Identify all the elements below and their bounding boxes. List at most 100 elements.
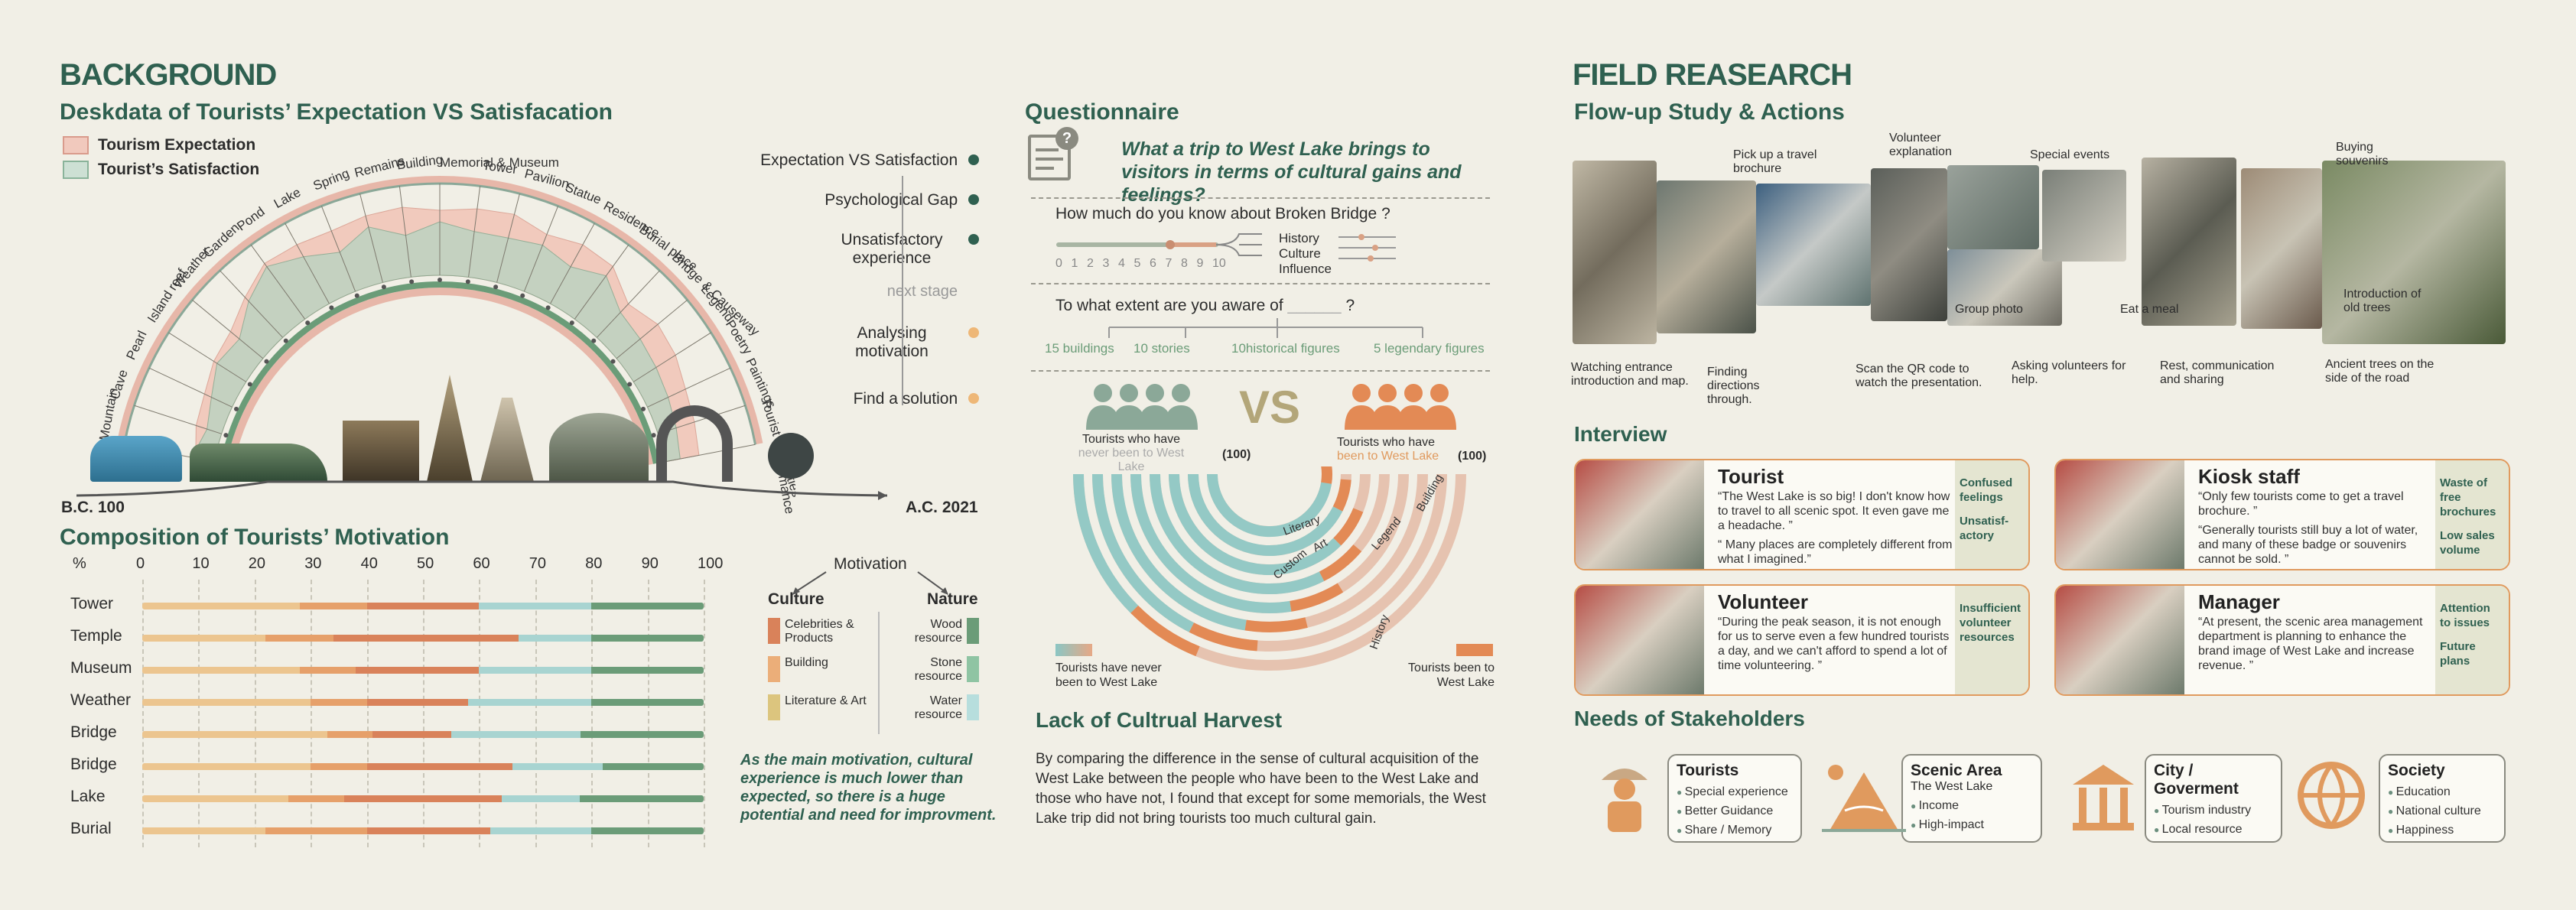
scale-tick: 2	[1087, 257, 1094, 270]
flow-dot	[968, 393, 979, 404]
timeline-start: B.C. 100	[61, 499, 125, 516]
gridline	[704, 580, 705, 847]
stakeholder-card: TouristsSpecial experienceBetter Guidanc…	[1667, 754, 1802, 843]
bar-segment	[591, 667, 704, 674]
stakeholder-item: Better Guidance	[1677, 804, 1793, 818]
legend-label: Water resource	[914, 694, 962, 721]
q1-branches: History Culture Influence	[1279, 231, 1332, 277]
axis-tick: 100	[698, 555, 724, 572]
flow-step-3: Unsatisfactory experience	[826, 231, 979, 268]
bar-segment	[591, 635, 704, 642]
stadium-illustration	[656, 405, 733, 482]
legend-right-swatch	[1456, 644, 1493, 656]
group-a-line1: Tourists who have	[1081, 433, 1181, 446]
motivation-tree-lines	[792, 571, 948, 595]
interview-name: Tourist	[1718, 465, 1784, 488]
q2-blank: ______	[1287, 297, 1342, 314]
axis-tick: 50	[417, 555, 434, 572]
quote-2: “ Many places are completely different f…	[1718, 538, 1953, 566]
background-title: BACKGROUND	[60, 58, 277, 92]
flow-connector	[902, 176, 903, 405]
interview-card: Manager “At present, the scenic area man…	[2054, 584, 2510, 696]
axis-tick: 70	[529, 555, 547, 572]
bar-segment	[299, 603, 367, 609]
bar-segment	[591, 699, 704, 706]
quote-2: “Generally tourists still buy a lot of w…	[2198, 524, 2418, 566]
axis-tick: 0	[136, 555, 145, 572]
flow-dot	[968, 194, 979, 205]
gridline	[535, 580, 537, 847]
interview-tag: Future plans	[2440, 640, 2476, 668]
photo-rest	[2142, 158, 2236, 326]
vs-label: VS	[1239, 382, 1301, 433]
legend-swatch	[768, 656, 780, 682]
interview-tag: Waste of free brochures	[2440, 476, 2496, 518]
photo-entrance	[1573, 161, 1657, 344]
gridline	[423, 580, 424, 847]
legend-swatch	[967, 656, 979, 682]
flow-step-label: Find a solution	[853, 390, 958, 408]
bar-segment	[327, 731, 372, 738]
stakeholder-item: Share / Memory	[1677, 824, 1793, 837]
q1-scale	[1056, 233, 1396, 262]
callout-label: Watching entrance introduction and map.	[1571, 361, 1689, 388]
motivation-conclusion: As the main motivation, cultural experie…	[740, 752, 997, 824]
bar-segment	[366, 699, 468, 706]
photo-special-event	[1947, 165, 2039, 249]
bar-segment	[518, 635, 592, 642]
scale-tick: 3	[1102, 257, 1110, 270]
row-label: Museum	[70, 659, 132, 677]
interview-name: Manager	[2198, 590, 2280, 613]
stakeholder-name: Scenic Area	[1911, 762, 2002, 779]
interview-tag: Unsatisf-actory	[1960, 515, 2009, 542]
bar-segment	[142, 667, 300, 674]
background-subtitle: Deskdata of Tourists’ Expectation VS Sat…	[60, 99, 613, 125]
history-illustration	[90, 367, 840, 497]
interview-title: Interview	[1574, 422, 1667, 446]
bar-segment	[580, 731, 704, 738]
option: 5 legendary figures	[1374, 341, 1485, 356]
gridline	[254, 580, 256, 847]
timeline-end: A.C. 2021	[906, 499, 978, 516]
bar-segment	[142, 795, 288, 802]
flow-step-label: Analysing motivation	[855, 324, 929, 361]
group-been-label: Tourists who have been to West Lake	[1337, 436, 1452, 463]
bar-segment	[142, 827, 266, 834]
bar-segment	[142, 731, 328, 738]
gridline	[311, 580, 313, 847]
motivation-bar	[142, 827, 704, 834]
nature-title: Nature	[927, 590, 978, 608]
axis-tick: 30	[304, 555, 322, 572]
branch-influence: Influence	[1279, 262, 1332, 276]
quote-1: “The West Lake is so big! I don't know h…	[1718, 490, 1950, 532]
bar-segment	[490, 827, 592, 834]
callout-label: Finding directions through.	[1707, 366, 1760, 406]
option: 15 buildings	[1045, 341, 1114, 356]
separator	[1031, 197, 1490, 199]
branch-culture: Culture	[1279, 246, 1321, 261]
group-b-count: (100)	[1458, 450, 1487, 463]
interview-quote: “Only few tourists come to get a travel …	[2198, 489, 2435, 567]
lack-text: By comparing the difference in the sense…	[1036, 751, 1486, 827]
interview-card: Volunteer “During the peak season, it is…	[1574, 584, 2030, 696]
bar-segment	[501, 795, 581, 802]
quote-1: “During the peak season, it is not enoug…	[1718, 616, 1950, 672]
interview-name: Volunteer	[1718, 590, 1808, 613]
mountain-illustration	[190, 444, 327, 482]
bar-segment	[580, 795, 704, 802]
gridline	[142, 580, 144, 847]
callout-label: Pick up a travel brochure	[1733, 148, 1817, 175]
bar-segment	[142, 699, 311, 706]
motivation-root: Motivation	[834, 555, 907, 573]
flow-step-4: Analysing motivation	[826, 324, 979, 361]
callout-label: Rest, communication and sharing	[2160, 359, 2275, 386]
row-label: Weather	[70, 691, 131, 709]
bar-segment	[265, 827, 367, 834]
stakeholder-item: Local resource	[2154, 823, 2273, 837]
motivation-bar	[142, 667, 704, 674]
photo-meal	[2042, 170, 2126, 262]
branch-history: History	[1279, 231, 1319, 245]
stakeholder-name: City / Goverment	[2154, 762, 2239, 798]
row-label: Bridge	[70, 723, 117, 741]
bar-segment	[512, 763, 603, 770]
